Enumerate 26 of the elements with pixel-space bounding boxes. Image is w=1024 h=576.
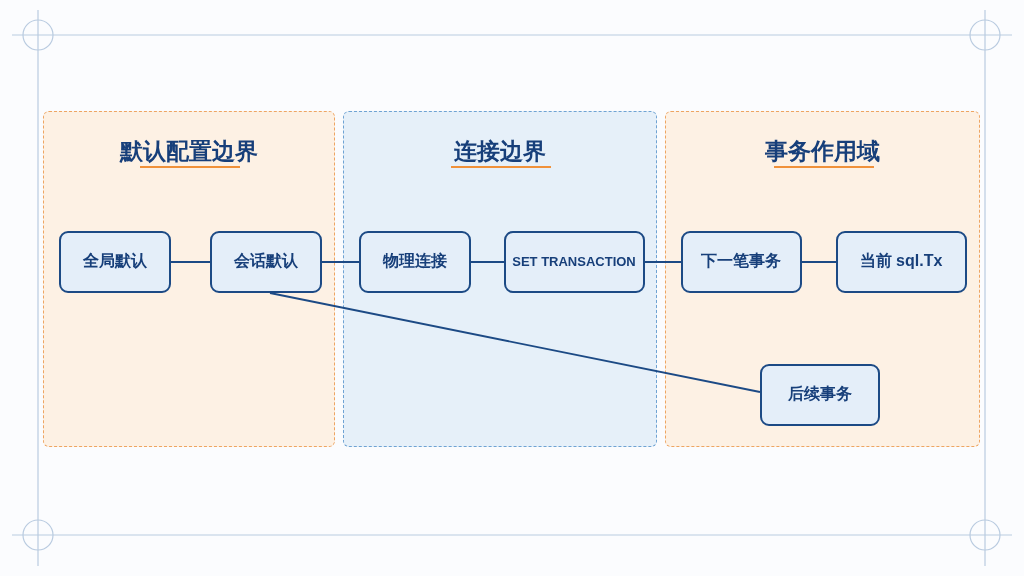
node-label: 全局默认	[82, 251, 147, 271]
boundary-panel	[665, 111, 980, 447]
node-label: 后续事务	[787, 384, 852, 404]
group-heading: 连接边界	[453, 137, 547, 166]
connector-line	[644, 261, 682, 263]
boundary-panel	[43, 111, 335, 447]
node-label: 物理连接	[382, 251, 447, 271]
process-box	[358, 230, 471, 293]
connector-line	[269, 292, 761, 393]
connector-line	[801, 261, 837, 263]
connector-line	[321, 261, 360, 263]
group-heading: 事务作用域	[764, 137, 881, 166]
process-box	[58, 230, 171, 293]
node-label: 当前 sql.Tx	[859, 251, 943, 271]
group-heading: 默认配置边界	[118, 137, 259, 166]
process-box	[680, 230, 802, 293]
node-label: 下一笔事务	[701, 251, 781, 271]
process-box	[835, 230, 967, 293]
process-box	[209, 230, 322, 293]
process-box	[759, 363, 880, 426]
node-label: 会话默认	[233, 251, 298, 271]
connector-line	[170, 261, 211, 263]
boundary-panel	[343, 111, 657, 447]
node-label: SET TRANSACTION	[512, 254, 636, 269]
process-box	[503, 230, 645, 293]
connector-line	[470, 261, 505, 263]
